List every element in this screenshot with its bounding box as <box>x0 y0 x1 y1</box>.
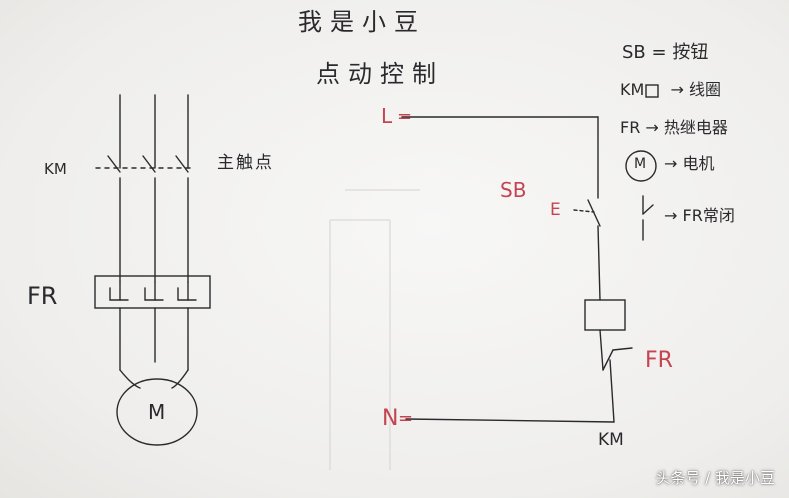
motor-circle <box>116 378 198 446</box>
legend-coil-symbol <box>645 84 659 98</box>
legend-symbol: SB <box>622 42 646 63</box>
faint-pencil-lines <box>329 189 420 470</box>
legend-symbol: FR <box>620 118 641 137</box>
main-contacts-label: 主触点 <box>217 153 274 173</box>
motor-label: M <box>148 400 166 424</box>
legend-sep: → <box>664 154 678 173</box>
legend-sep: = <box>651 42 667 63</box>
motor-leads <box>119 307 189 389</box>
legend-item-motor: → 电机 <box>664 156 715 172</box>
fr-heater-box <box>94 275 211 309</box>
sb-label: SB <box>500 178 527 202</box>
fr-label: FR <box>27 282 58 310</box>
n-label: N <box>382 406 399 431</box>
legend-text: 线圈 <box>688 80 721 99</box>
legend-item-fr: FR → 热继电器 <box>620 120 728 136</box>
three-phase-lines <box>119 94 189 283</box>
legend-sep: → <box>645 118 659 137</box>
legend-text: 按钮 <box>672 42 709 63</box>
legend-item-sb: SB = 按钮 <box>622 44 708 62</box>
l-label: L <box>381 104 393 128</box>
legend-text: 电机 <box>682 154 715 173</box>
page-title: 我是小豆 <box>298 8 426 36</box>
legend-nc-contact-symbol <box>642 195 654 241</box>
km-label: KM <box>44 160 67 178</box>
control-km-label: KM <box>598 430 624 450</box>
e-label: E <box>550 200 561 220</box>
km-coil-box <box>584 299 626 331</box>
km-main-contacts <box>95 155 193 173</box>
watermark: 头条号 / 我是小豆 <box>655 469 775 487</box>
legend-text: 热继电器 <box>663 118 728 137</box>
legend-item-fr-nc: → FR常闭 <box>664 208 735 224</box>
control-fr-label: FR <box>645 348 673 373</box>
l-terminal-marks: = <box>397 106 413 127</box>
control-circuit-wires <box>401 116 615 423</box>
n-terminal-marks: = <box>398 408 414 429</box>
legend-item-km: KM → 线圈 <box>620 82 721 98</box>
legend-sep: → <box>670 80 684 99</box>
legend-motor-letter: M <box>634 156 647 172</box>
legend-symbol: KM <box>620 80 645 99</box>
sb-pushbutton-symbol <box>573 199 601 227</box>
fr-nc-contact <box>602 347 633 371</box>
legend-sep: → <box>664 206 678 225</box>
page-subtitle: 点动控制 <box>316 60 444 88</box>
legend-motor-symbol <box>625 150 657 182</box>
legend-text: FR常闭 <box>682 206 735 225</box>
